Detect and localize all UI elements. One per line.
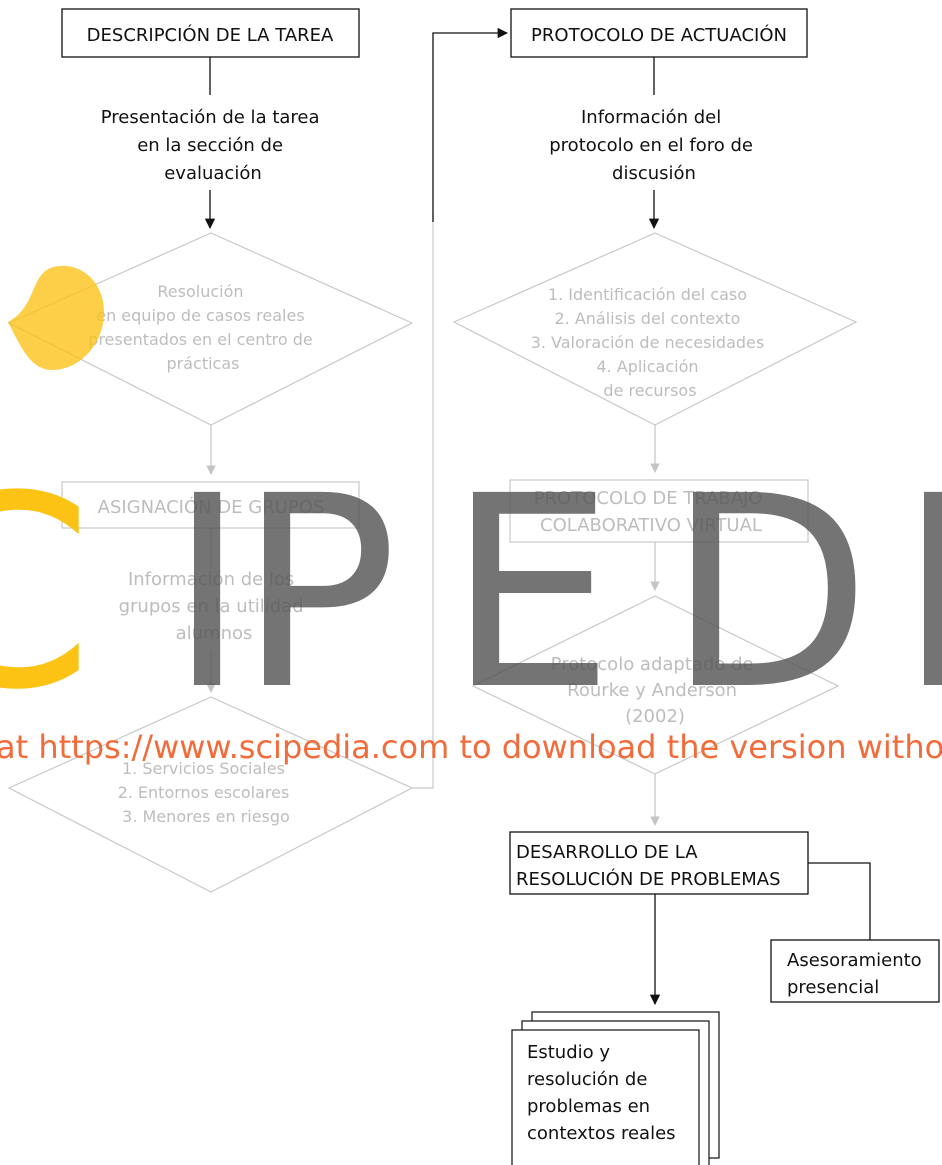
desarrollo-line-1: DESARROLLO DE LA xyxy=(516,842,698,863)
watermark-letter-i-2: I xyxy=(898,440,942,748)
grupos-line-3: alumnos xyxy=(176,623,253,644)
presentacion-line-1: Presentación de la tarea xyxy=(101,107,320,128)
watermark-letter-i-1: I xyxy=(168,440,246,748)
descripcion-label: DESCRIPCIÓN DE LA TAREA xyxy=(87,24,334,46)
watermark-letter-d: D xyxy=(667,440,871,748)
asesoramiento-connector xyxy=(808,862,871,940)
estudio-line-2: resolución de xyxy=(527,1069,647,1090)
rourke-line-1: Protocolo adaptado de xyxy=(551,654,754,675)
asesoramiento-label: Asesoramiento presencial xyxy=(787,950,927,998)
servicios-line-1: 1. Servicios Sociales xyxy=(122,759,285,778)
presentacion-text: Presentación de la tarea en la sección d… xyxy=(101,107,326,184)
estudio-text: Estudio y resolución de problemas en con… xyxy=(527,1042,676,1144)
protocolo-trabajo-line-1: PROTOCOLO DE TRABAJO xyxy=(534,488,763,509)
asesoramiento-line-2: presencial xyxy=(787,977,879,998)
watermark-letter-c: C xyxy=(0,440,93,748)
asignacion-label: ASIGNACIÓN DE GRUPOS xyxy=(98,496,325,518)
servicios-diamond xyxy=(7,696,414,893)
resolucion-text: Resolución en equipo de casos reales pre… xyxy=(88,282,318,373)
servicios-line-2: 2. Entornos escolares xyxy=(118,783,290,802)
protocolo-actuacion-label: PROTOCOLO DE ACTUACIÓN xyxy=(531,24,787,46)
desarrollo-line-2: RESOLUCIÓN DE PROBLEMAS xyxy=(516,868,781,890)
estudio-line-4: contextos reales xyxy=(527,1123,676,1144)
identificacion-line-2: 2. Análisis del contexto xyxy=(554,309,740,328)
estudio-doc-stack: Estudio y resolución de problemas en con… xyxy=(511,1011,720,1165)
watermark-letter-p: P xyxy=(238,440,398,748)
rourke-line-3: (2002) xyxy=(625,706,685,727)
info-protocolo-line-2: protocolo en el foro de xyxy=(549,135,753,156)
protocolo-trabajo-label: PROTOCOLO DE TRABAJO COLABORATIVO VIRTUA… xyxy=(534,488,769,536)
desarrollo-box xyxy=(509,831,809,895)
watermark-banner-text: at https://www.scipedia.com to download … xyxy=(0,728,942,766)
cross-column-arrow xyxy=(432,27,509,222)
identificacion-line-4: 4. Aplicación xyxy=(596,357,698,376)
informacion-grupos-text: Información de los grupos en la utilidad… xyxy=(119,569,310,644)
servicios-line-3: 3. Menores en riesgo xyxy=(122,807,290,826)
resolucion-line-2: en equipo de casos reales xyxy=(96,306,304,325)
info-protocolo-line-3: discusión xyxy=(612,163,696,184)
presentacion-line-2: en la sección de xyxy=(137,135,283,156)
scipedia-watermark: C I P E D I at https://www.scipedia.com … xyxy=(0,265,942,766)
resolucion-line-1: Resolución xyxy=(157,282,243,301)
grupos-line-2: grupos en la utilidad xyxy=(119,596,304,617)
descripcion-box xyxy=(61,8,360,58)
doc-sheet-front xyxy=(511,1029,700,1165)
estudio-line-3: problemas en xyxy=(527,1096,650,1117)
grupos-line-1: Información de los xyxy=(128,569,294,590)
identificacion-line-3: 3. Valoración de necesidades xyxy=(531,333,765,352)
resolucion-line-4: prácticas xyxy=(167,354,240,373)
protocolo-trabajo-box xyxy=(509,479,809,543)
identificacion-line-1: 1. Identificación del caso xyxy=(548,285,747,304)
asesoramiento-box xyxy=(770,939,940,1003)
identificacion-text: 1. Identificación del caso 2. Análisis d… xyxy=(531,285,770,400)
protocolo-actuacion-box xyxy=(510,8,808,58)
protocolo-trabajo-line-2: COLABORATIVO VIRTUAL xyxy=(540,515,762,536)
info-protocolo-text: Información del protocolo en el foro de … xyxy=(549,107,758,184)
estudio-line-1: Estudio y xyxy=(527,1042,610,1063)
rourke-text: Protocolo adaptado de Rourke y Anderson … xyxy=(551,654,760,727)
right-column: PROTOCOLO DE ACTUACIÓN Información del p… xyxy=(452,8,940,1165)
rourke-line-2: Rourke y Anderson xyxy=(567,680,737,701)
cross-column-connector xyxy=(412,212,434,789)
asesoramiento-line-1: Asesoramiento xyxy=(787,950,922,971)
info-protocolo-line-1: Información del xyxy=(581,107,721,128)
servicios-text: 1. Servicios Sociales 2. Entornos escola… xyxy=(118,759,295,826)
desarrollo-label: DESARROLLO DE LA RESOLUCIÓN DE PROBLEMAS xyxy=(516,842,781,890)
resolucion-line-3: presentados en el centro de xyxy=(88,330,313,349)
presentacion-line-3: evaluación xyxy=(164,163,262,184)
watermark-letter-e: E xyxy=(447,440,614,748)
identificacion-line-5: de recursos xyxy=(603,381,696,400)
watermark-drop-icon xyxy=(8,265,104,370)
